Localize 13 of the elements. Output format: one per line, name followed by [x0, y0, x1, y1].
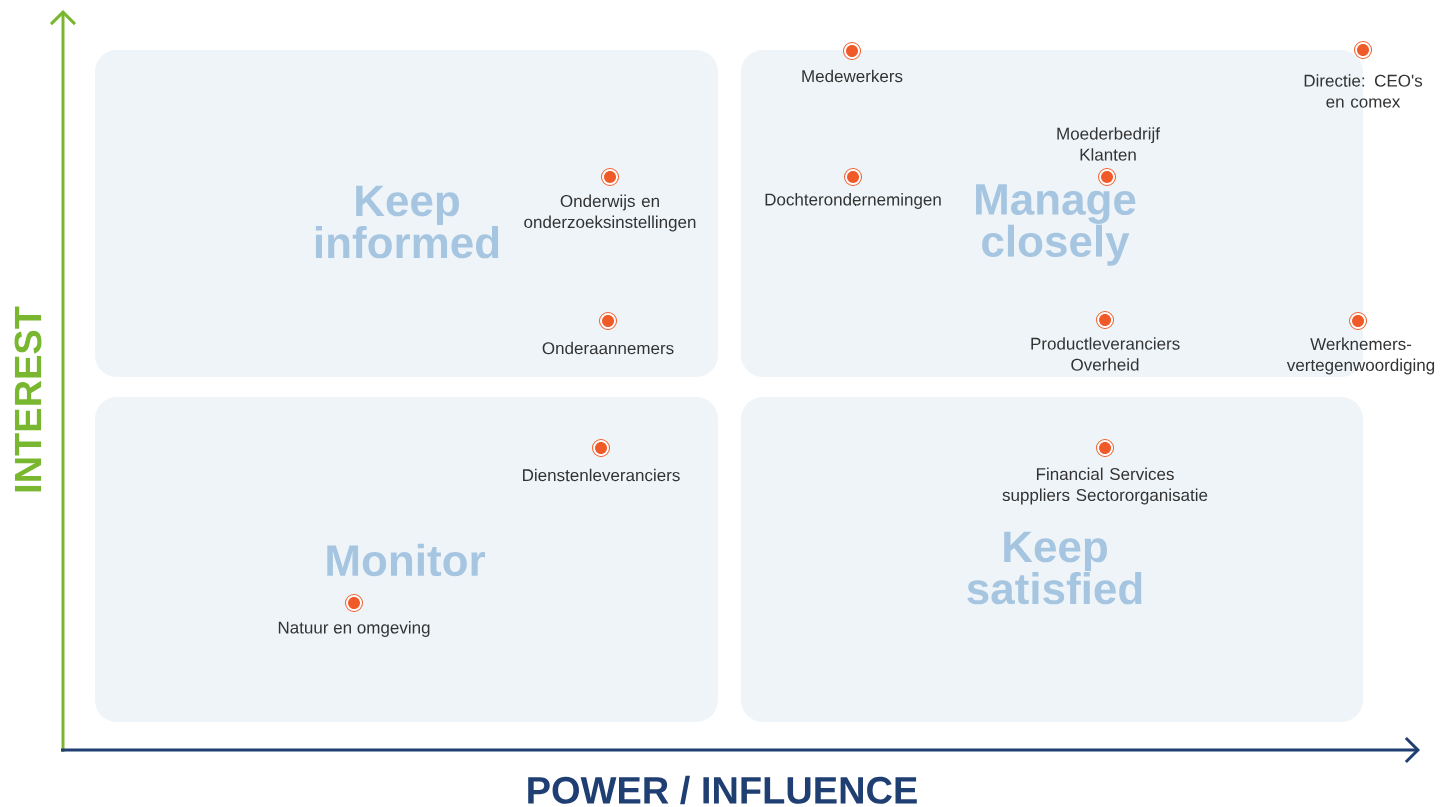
- axis-label: POWER / INFLUENCE: [528, 775, 917, 805]
- stakeholder-label: Productleveranciers Overheid: [1031, 337, 1180, 371]
- stakeholder-label: Onderaannemers: [542, 341, 674, 355]
- stakeholder-label: Moederbedrijf Klanten: [1057, 127, 1160, 161]
- stakeholder-label: Directie: CEO's en comex: [1304, 74, 1423, 108]
- stakeholder-label: Dienstenleveranciers: [523, 468, 680, 482]
- stakeholder-label: Medewerkers: [802, 69, 903, 83]
- stakeholder-label: Financial Services suppliers Sectororganisatie: [1002, 467, 1208, 505]
- stakeholder-label: Werknemers- vertegenwoordiging: [1286, 337, 1435, 375]
- stakeholder-label: Dochterondernemingen: [765, 193, 941, 209]
- axis-label: INTEREST: [14, 306, 42, 492]
- stakeholder-label: Onderwijs en onderzoeksinstellingen: [524, 194, 696, 232]
- stakeholder-label: Natuur en omgeving: [278, 621, 430, 637]
